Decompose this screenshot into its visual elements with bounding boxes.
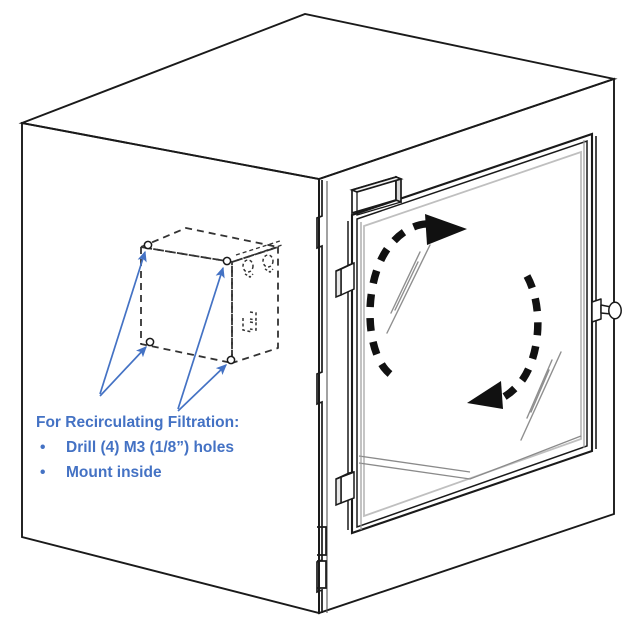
vent-slot-rectangle: [349, 175, 404, 216]
filter-box-top-face: [140, 227, 279, 263]
filter-box-right-face: [231, 246, 279, 364]
filter-port-2: [262, 254, 274, 268]
mounting-hole-top-left: [143, 240, 153, 250]
callout-text-block: For Recirculating Filtration: • Drill (4…: [36, 414, 239, 481]
filter-box-lid-seam: [235, 240, 283, 261]
rotation-arc-upper: [366, 220, 432, 377]
door-hinge-lower: [335, 470, 355, 507]
door-outer-frame[interactable]: [350, 132, 594, 535]
leader-arrow-to-top-left: [99, 250, 147, 395]
rotation-arrowhead-lower: [467, 381, 503, 409]
filter-port-1: [242, 259, 254, 273]
leader-arrow-to-bottom-left: [99, 346, 147, 397]
hole-callout-arrows: [99, 250, 227, 412]
rotation-arrowhead-upper: [425, 214, 467, 245]
door-assembly[interactable]: [335, 132, 622, 535]
door-hinge-upper: [335, 261, 355, 299]
callout-bullet-label-1: Mount inside: [66, 464, 162, 481]
mounting-hole-bottom-right: [226, 355, 236, 365]
callout-bullet-marker-1: •: [40, 464, 45, 481]
enclosure-top-face: [18, 13, 618, 180]
seam-line-outer: [316, 180, 323, 613]
door-glass-pane: [363, 150, 582, 518]
mounting-hole-bottom-left: [145, 337, 155, 347]
filter-box-port-details: [242, 254, 274, 278]
mounting-holes-group: [143, 240, 236, 365]
filter-box-bracket-detail: [242, 311, 257, 333]
bottom-corner-notch: [317, 526, 327, 589]
filter-box-dashed-outline: [140, 227, 279, 364]
enclosure-front-face: [318, 77, 615, 615]
callout-bullet-marker-0: •: [40, 439, 45, 456]
door-swing-rotation-arrows: [366, 214, 542, 409]
callout-heading: For Recirculating Filtration:: [36, 414, 239, 431]
glass-reflection-streaks: [386, 244, 562, 441]
leader-arrow-to-top-right: [177, 266, 225, 410]
rotation-arc-lower: [490, 274, 542, 406]
leader-arrow-to-bottom-right: [177, 364, 227, 412]
filter-box-front-face: [140, 246, 233, 364]
enclosure-left-face: [21, 121, 320, 615]
door-frame-thickness: [356, 139, 588, 529]
door-lower-brace: [358, 435, 582, 480]
corner-seam-tabbed-joint: [316, 180, 328, 613]
enclosure-cabinet: [18, 13, 618, 615]
door-right-stile: [583, 136, 597, 449]
mounting-hole-top-right: [222, 256, 232, 266]
callout-bullet-label-0: Drill (4) M3 (1/8”) holes: [66, 439, 234, 456]
knob-cap: [608, 301, 622, 320]
door-handle-knob[interactable]: [591, 298, 622, 323]
